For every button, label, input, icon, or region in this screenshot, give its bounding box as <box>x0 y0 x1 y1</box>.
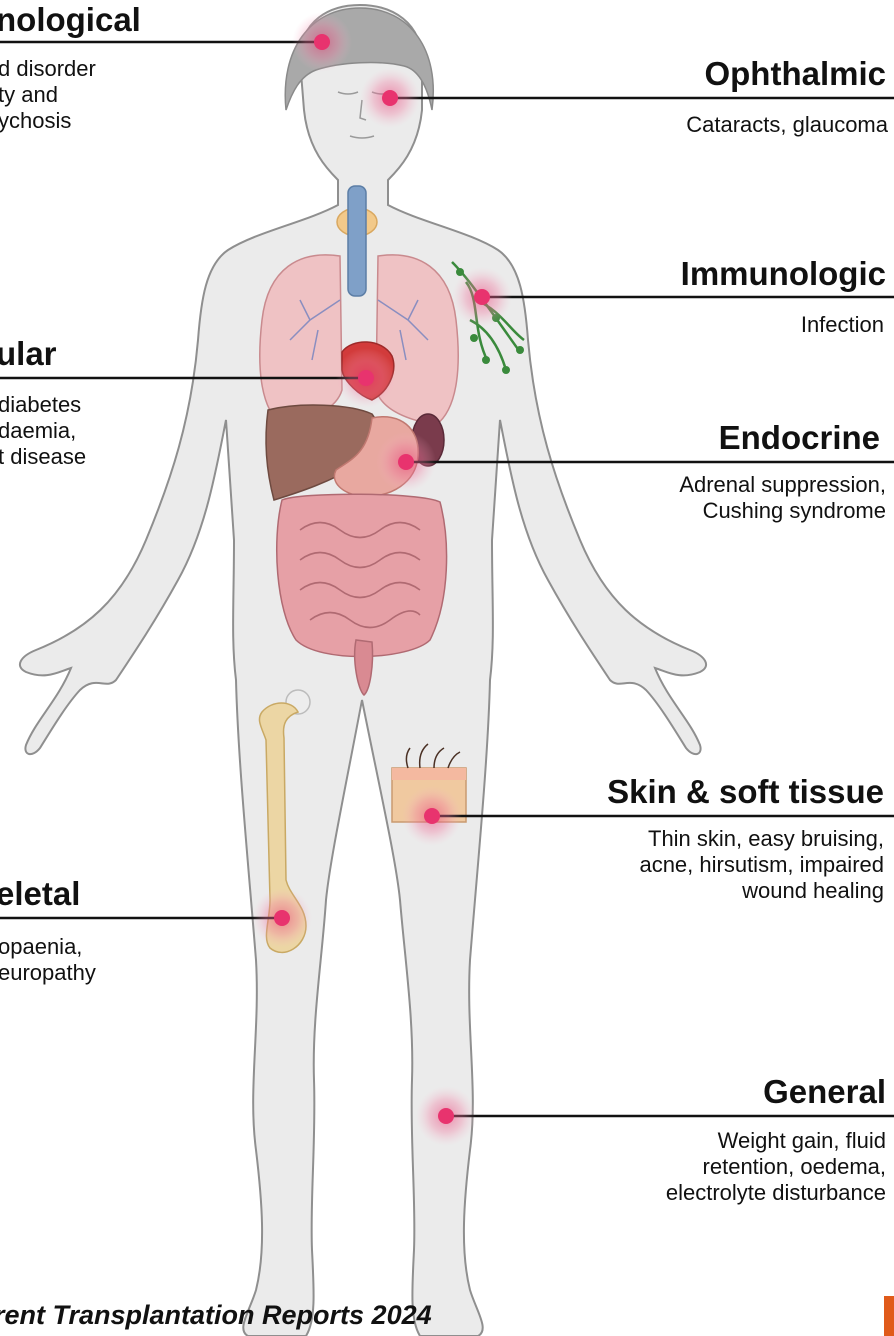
marker-skin <box>402 786 462 846</box>
cardiovascular-heading: ular <box>0 336 57 372</box>
cardiovascular-description: diabetes daemia, t disease <box>0 392 188 470</box>
marker-cardiovascular <box>336 348 396 408</box>
marker-immunologic <box>452 267 512 327</box>
immunologic-heading: Immunologic <box>681 256 886 292</box>
corner-accent <box>884 1296 894 1336</box>
immunologic-description: Infection <box>684 312 884 338</box>
marker-musculoskeletal <box>252 888 312 948</box>
general-description: Weight gain, fluid retention, oedema, el… <box>566 1128 886 1206</box>
skin-heading: Skin & soft tissue <box>607 774 884 810</box>
neurological-description: d disorder ty and ychosis <box>0 56 188 134</box>
general-heading: General <box>763 1074 886 1110</box>
endocrine-heading: Endocrine <box>719 420 880 456</box>
musculoskeletal-heading: eletal <box>0 876 80 912</box>
ophthalmic-description: Cataracts, glaucoma <box>588 112 888 138</box>
marker-neurological <box>292 12 352 72</box>
neurological-heading: nological <box>0 2 141 38</box>
skin-description: Thin skin, easy bruising, acne, hirsutis… <box>524 826 884 904</box>
musculoskeletal-description: opaenia, europathy <box>0 934 188 986</box>
ophthalmic-heading: Ophthalmic <box>704 56 886 92</box>
marker-general <box>416 1086 476 1146</box>
marker-ophthalmic <box>360 68 420 128</box>
marker-endocrine <box>376 432 436 492</box>
endocrine-description: Adrenal suppression, Cushing syndrome <box>566 472 886 524</box>
source-caption: rent Transplantation Reports 2024 <box>0 1300 432 1331</box>
